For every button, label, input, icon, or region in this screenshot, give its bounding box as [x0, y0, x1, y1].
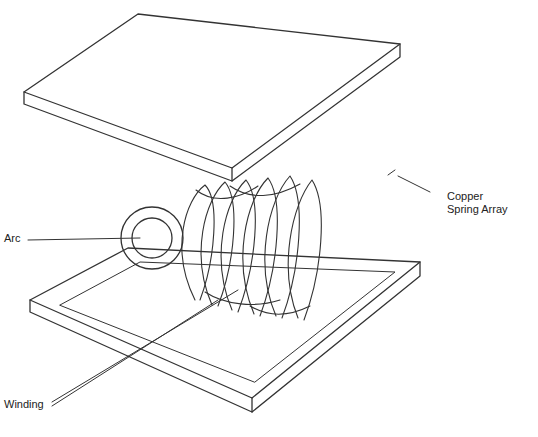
part-label: Winding	[3, 398, 45, 411]
leader-lines	[28, 170, 430, 406]
top-plate	[24, 14, 400, 181]
spring-coils	[182, 176, 321, 320]
bottom-plate	[30, 248, 420, 412]
part-label: Arc	[3, 232, 22, 245]
part-label: Copper Spring Array	[446, 190, 518, 216]
